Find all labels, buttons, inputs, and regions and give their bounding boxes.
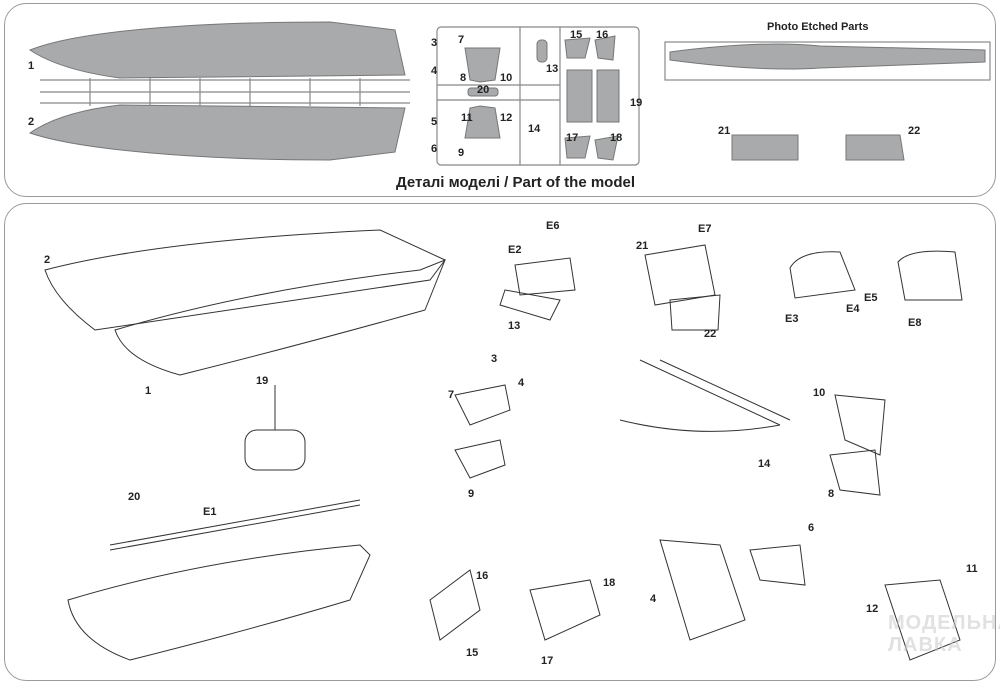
- assembly-label: 2: [44, 254, 51, 266]
- photo-etched-title: Photo Etched Parts: [767, 21, 869, 33]
- assembly-label: 13: [508, 320, 521, 332]
- assembly-label: E5: [864, 292, 878, 304]
- watermark-line1: МОДЕЛЬНАЯ: [888, 612, 1000, 634]
- assembly-label: 6: [808, 522, 815, 534]
- assembly-label: E4: [846, 303, 860, 315]
- part-label: 16: [596, 29, 609, 41]
- part-21: [731, 134, 799, 161]
- part-label: 17: [566, 132, 579, 144]
- part-label: 18: [610, 132, 623, 144]
- assembly-label: E6: [546, 220, 560, 232]
- assembly-label: 1: [145, 385, 152, 397]
- assembly-label: 14: [758, 458, 771, 470]
- assembly-label: E7: [698, 223, 712, 235]
- part-label: 7: [458, 34, 465, 46]
- part-label: 12: [500, 112, 513, 124]
- part-label: 6: [431, 143, 438, 155]
- assembly-label: 19: [256, 375, 269, 387]
- assembly-label: 17: [541, 655, 554, 667]
- assembly-label: 12: [866, 603, 879, 615]
- hull-part-2: [28, 104, 406, 161]
- assembly-label: 18: [603, 577, 616, 589]
- part-label: 15: [570, 29, 583, 41]
- assembly-label: E1: [203, 506, 217, 518]
- assembly-label: 22: [704, 328, 717, 340]
- assembly-label: E8: [908, 317, 922, 329]
- hull-part-1: [28, 21, 406, 79]
- part-label: 14: [528, 123, 541, 135]
- watermark-logo: МОДЕЛЬНАЯ ЛАВКА: [888, 612, 1000, 656]
- assembly-label: 10: [813, 387, 826, 399]
- assembly-label: E3: [785, 313, 799, 325]
- part-label: 13: [546, 63, 559, 75]
- watermark-line2: ЛАВКА: [888, 634, 963, 656]
- parts-caption: Деталі моделі / Part of the model: [396, 174, 636, 191]
- part-label: 19: [630, 97, 643, 109]
- assembly-label: E2: [508, 244, 522, 256]
- part-label: 3: [431, 37, 438, 49]
- part-label: 10: [500, 72, 513, 84]
- assembly-label: 21: [636, 240, 649, 252]
- part-label: 20: [477, 84, 490, 96]
- assembly-label: 16: [476, 570, 489, 582]
- assembly-label: 8: [828, 488, 835, 500]
- assembly-label: 7: [448, 389, 455, 401]
- part-label: 8: [460, 72, 467, 84]
- assembly-label: 3: [491, 353, 498, 365]
- photo-etched-fret: [669, 43, 986, 70]
- part-22: [845, 134, 905, 161]
- part-label: 11: [461, 112, 473, 124]
- part-label: 9: [458, 147, 465, 159]
- part-label: 22: [908, 125, 921, 137]
- part-label: 5: [431, 116, 438, 128]
- assembly-label: 11: [966, 563, 978, 575]
- part-label: 1: [28, 60, 35, 72]
- part-label: 4: [431, 65, 438, 77]
- assembly-label: 4: [518, 377, 525, 389]
- part-label: 2: [28, 116, 35, 128]
- assembly-label: 4: [650, 593, 657, 605]
- part-label: 21: [718, 125, 731, 137]
- assembly-label: 15: [466, 647, 479, 659]
- assembly-label: 20: [128, 491, 141, 503]
- assembly-label: 9: [468, 488, 475, 500]
